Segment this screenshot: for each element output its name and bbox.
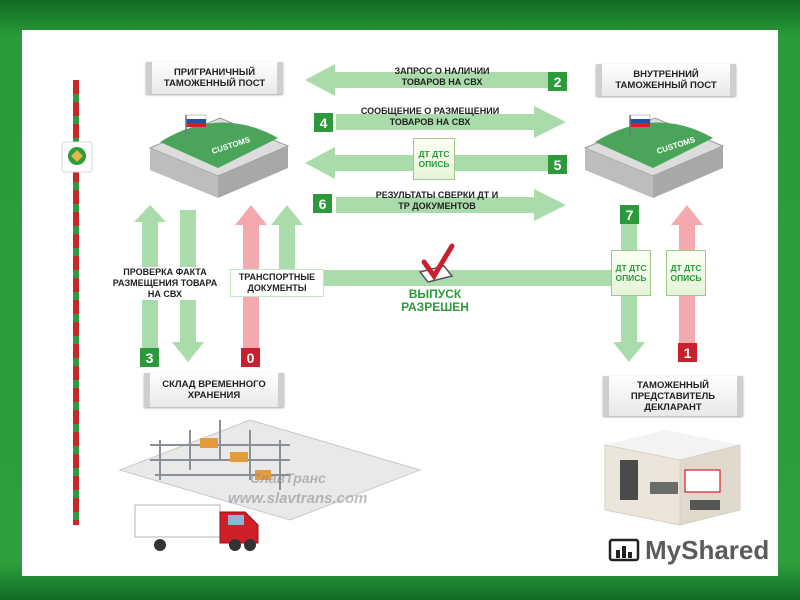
customs-building-left-icon <box>148 114 290 198</box>
arrow-2 <box>305 64 548 96</box>
step-4-badge: 4 <box>314 113 333 132</box>
step-5-badge: 5 <box>548 155 567 174</box>
document-dt-right-green: ДТ ДТС ОПИСЬ <box>611 250 651 296</box>
arrow-6 <box>336 189 566 221</box>
message-4-label: СООБЩЕНИЕ О РАЗМЕЩЕНИИ ТОВАРОВ НА СВХ <box>360 106 500 127</box>
step-6-badge: 6 <box>313 194 332 213</box>
arrow-up-green-transport <box>271 205 303 270</box>
document-dt-right-red: ДТ ДТС ОПИСЬ <box>666 250 706 296</box>
customs-building-right-icon <box>583 114 725 198</box>
watermark-company: СлавТранс <box>250 470 326 486</box>
node-declarant: ТАМОЖЕННЫЙ ПРЕДСТАВИТЕЛЬ ДЕКЛАРАНТ <box>603 376 743 416</box>
step-3-badge: 3 <box>140 348 159 367</box>
node-inland-post: ВНУТРЕННИЙ ТАМОЖЕННЫЙ ПОСТ <box>596 64 736 96</box>
arrow-4 <box>336 106 566 138</box>
myshared-logo-icon <box>608 538 640 562</box>
message-6-label: РЕЗУЛЬТАТЫ СВЕРКИ ДТ И ТР ДОКУМЕНТОВ <box>375 190 499 211</box>
step-2-badge: 2 <box>548 72 567 91</box>
release-granted-label: ВЫПУСК РАЗРЕШЕН <box>401 287 469 314</box>
flow-arrow-horizontal <box>322 270 612 286</box>
office-illustration-icon <box>604 430 741 526</box>
step-1-badge: 1 <box>678 343 697 362</box>
check-icon <box>421 243 455 281</box>
step-0-badge: 0 <box>241 348 260 367</box>
watermark-myshared: MyShared <box>645 535 770 565</box>
transport-docs-label: ТРАНСПОРТНЫЕ ДОКУМЕНТЫ <box>230 269 324 297</box>
watermark-site: www.slavtrans.com <box>228 490 368 507</box>
step-7-badge: 7 <box>620 205 639 224</box>
message-2-label: ЗАПРОС О НАЛИЧИИ ТОВАРОВ НА СВХ <box>394 66 490 87</box>
warehouse-illustration-icon <box>118 419 422 521</box>
truck-icon <box>134 504 259 551</box>
node-warehouse: СКЛАД ВРЕМЕННОГО ХРАНЕНИЯ <box>144 373 284 407</box>
node-border-post: ПРИГРАНИЧНЫЙ ТАМОЖЕННЫЙ ПОСТ <box>146 62 283 94</box>
message-3-label: ПРОВЕРКА ФАКТА РАЗМЕЩЕНИЯ ТОВАРА НА СВХ <box>110 267 220 300</box>
document-dt-center: ДТ ДТС ОПИСЬ <box>413 138 455 180</box>
